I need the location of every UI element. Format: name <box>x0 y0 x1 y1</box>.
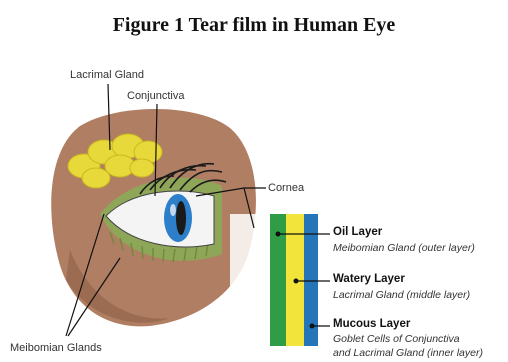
mucous-layer-source-1: Goblet Cells of Conjunctiva <box>333 333 460 345</box>
mucous-layer-title: Mucous Layer <box>333 318 410 330</box>
watery-layer-title: Watery Layer <box>333 273 405 285</box>
conjunctiva-label: Conjunctiva <box>127 90 184 102</box>
cornea-highlight <box>170 204 176 216</box>
watery-layer-source: Lacrimal Gland (middle layer) <box>333 289 470 301</box>
lacrimal-gland-label: Lacrimal Gland <box>70 69 144 81</box>
meibomian-glands-label: Meibomian Glands <box>10 342 102 354</box>
mucous-layer-source-2: and Lacrimal Gland (inner layer) <box>333 347 483 359</box>
pupil <box>176 201 186 235</box>
oil-layer-source: Meibomian Gland (outer layer) <box>333 242 475 254</box>
cornea-label: Cornea <box>268 182 304 194</box>
oil-layer-title: Oil Layer <box>333 226 382 238</box>
